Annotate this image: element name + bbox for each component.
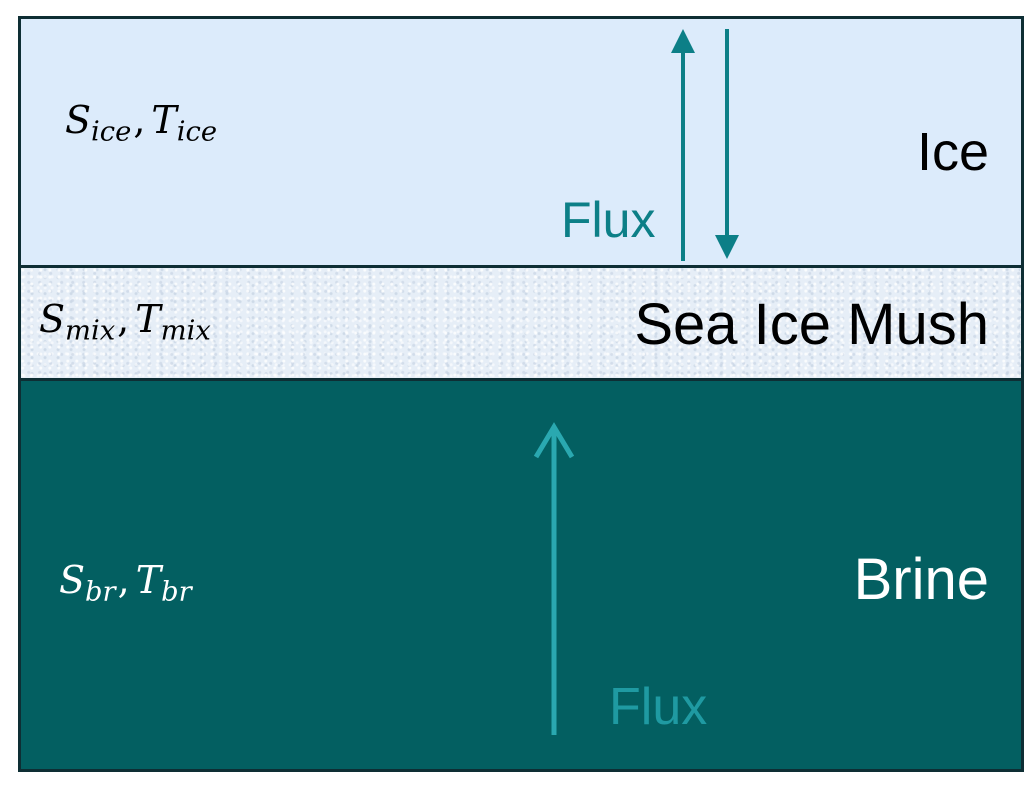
brine-variables-label: Sbr,Tbr [59,561,192,606]
upper-flux-label: Flux [561,192,656,248]
sea-ice-diagram: Sice,Tice Ice Smix,Tmix Sea Ice Mush Sbr… [18,16,1024,772]
brine-layer-label: Brine [853,547,989,612]
mush-variables-label: Smix,Tmix [39,300,211,345]
upper-flux-down-arrow-icon [715,29,739,259]
ice-layer-label: Ice [916,122,989,182]
mush-temperature-symbol: T [135,297,161,341]
upper-flux-up-arrow-icon [671,29,695,261]
ice-temperature-subscript: ice [176,116,218,148]
brine-salinity-symbol: S [59,558,86,602]
lower-flux-up-arrow-icon [533,422,575,735]
ice-temperature-symbol: T [151,98,177,142]
brine-layer: Sbr,Tbr Brine Flux [21,381,1021,769]
ice-salinity-symbol: S [65,98,92,142]
ice-separator: , [133,98,146,142]
brine-salinity-subscript: br [85,576,116,608]
mush-salinity-subscript: mix [65,315,116,347]
brine-separator: , [117,558,130,602]
mush-layer-label: Sea Ice Mush [634,292,989,357]
flux-arrows [533,29,739,735]
mush-layer: Smix,Tmix Sea Ice Mush [21,268,1021,381]
lower-flux-label: Flux [609,678,708,736]
brine-temperature-symbol: T [135,558,162,602]
ice-variables-label: Sice,Tice [65,101,217,146]
mush-salinity-symbol: S [39,297,66,341]
brine-temperature-subscript: br [161,576,192,608]
mush-temperature-subscript: mix [160,315,211,347]
ice-salinity-subscript: ice [91,116,132,148]
mush-separator: , [117,297,130,341]
ice-layer: Sice,Tice Ice [21,19,1021,268]
